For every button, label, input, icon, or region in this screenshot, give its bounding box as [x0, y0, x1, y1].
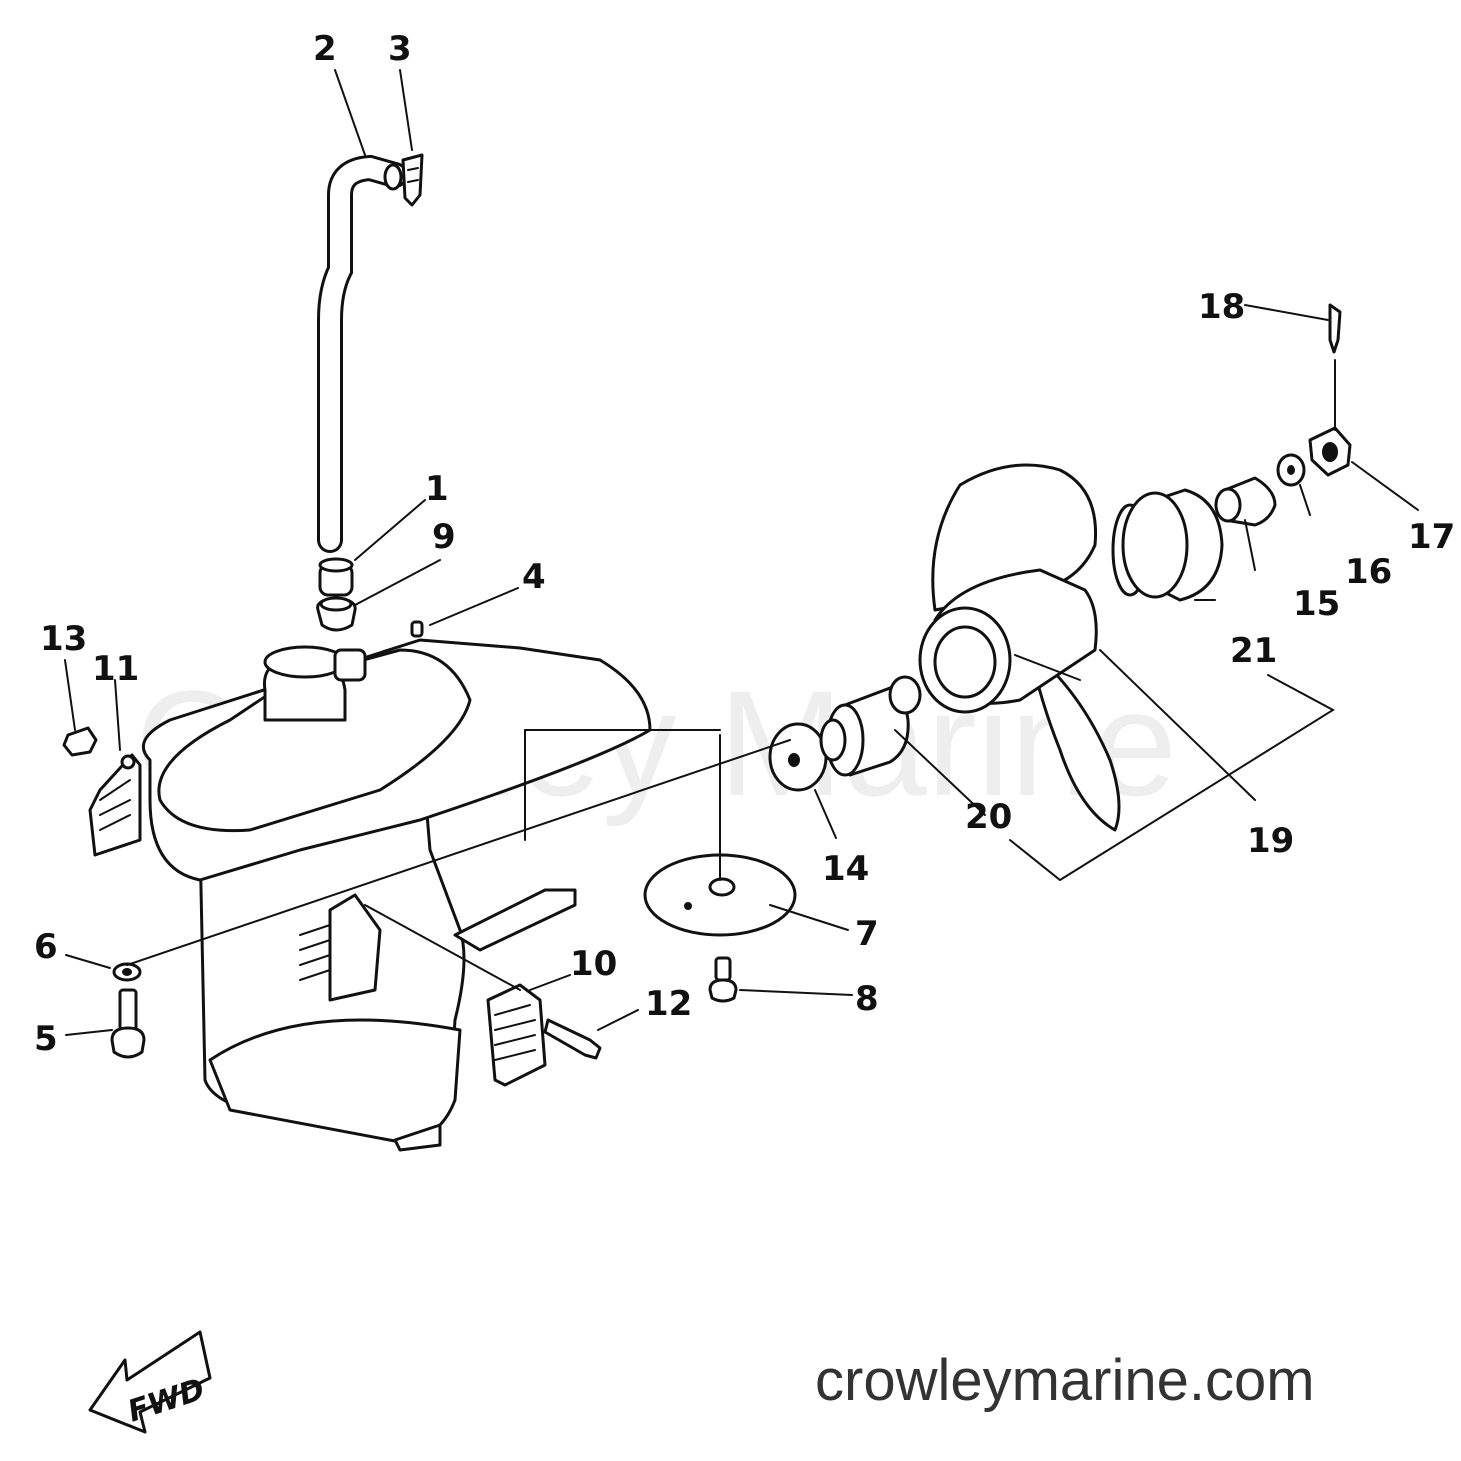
part-number: 9	[432, 517, 456, 557]
part-number: 20	[965, 797, 1012, 837]
part-number: 17	[1408, 517, 1455, 557]
bushing-20	[819, 675, 922, 777]
seal-9	[316, 596, 357, 632]
part-number: 1	[425, 469, 449, 509]
part-number: 11	[92, 649, 139, 689]
dowel-pin	[410, 620, 424, 638]
washer-6	[112, 962, 142, 982]
part-number: 16	[1345, 552, 1392, 592]
part-number: 21	[1230, 631, 1277, 671]
bolt-5	[110, 988, 146, 1059]
part-number: 4	[522, 557, 546, 597]
water-tube	[317, 154, 408, 553]
bolt-12	[543, 1018, 602, 1060]
nut-17	[1308, 426, 1352, 477]
lower-casing	[141, 638, 652, 1152]
part-number: 13	[40, 619, 87, 659]
anode-10	[486, 983, 547, 1087]
part-number: 2	[313, 29, 337, 69]
nut-13	[62, 726, 98, 757]
grommet-1	[318, 557, 354, 597]
thrust-washer-14	[768, 722, 828, 792]
part-number: 7	[855, 914, 879, 954]
site-url: crowleymarine.com	[815, 1348, 1315, 1413]
part-number: 15	[1293, 584, 1340, 624]
part-number: 6	[34, 927, 58, 967]
spacer-15	[1214, 476, 1277, 527]
part-number: 3	[388, 29, 412, 69]
part-number: 12	[645, 984, 692, 1024]
part-number: 10	[570, 944, 617, 984]
part-number: 14	[822, 849, 869, 889]
cotter-pin-18	[1328, 303, 1342, 354]
washer-16	[1276, 453, 1306, 487]
bolt-8	[708, 956, 738, 1003]
forward-arrow: FWD	[88, 1330, 212, 1434]
spacer-21	[1111, 488, 1224, 602]
propeller	[918, 463, 1121, 832]
part-number-labels: 1 2 3 4 5 6 7 8 9 10 11 12 13 14 15 16 1…	[34, 29, 1455, 1059]
part-number: 5	[34, 1019, 58, 1059]
trim-tab	[643, 853, 797, 937]
anode-11	[88, 753, 142, 857]
part-number: 19	[1247, 821, 1294, 861]
part-number: 18	[1198, 287, 1245, 327]
part-number: 8	[855, 979, 879, 1019]
leader-lines	[64, 69, 1419, 1036]
grommet-clip	[401, 153, 424, 207]
